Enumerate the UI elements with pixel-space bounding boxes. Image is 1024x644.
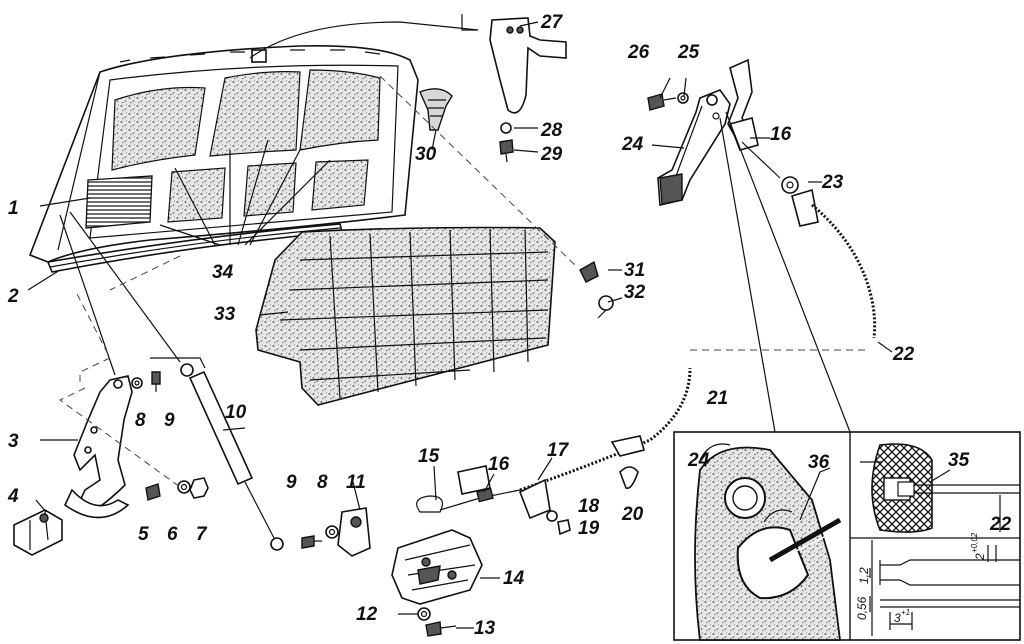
hinge-mount-bracket <box>13 509 63 556</box>
label-28: 28 <box>540 120 563 141</box>
hood-vent-grille <box>85 175 153 229</box>
pad-clips <box>579 260 614 319</box>
hinge-fasteners <box>131 371 209 501</box>
label-16b: 16 <box>770 124 792 145</box>
label-10: 10 <box>225 402 247 423</box>
label-23: 23 <box>821 172 844 193</box>
label-25: 25 <box>677 42 700 63</box>
label-12: 12 <box>356 604 378 625</box>
label-9b: 9 <box>286 472 297 493</box>
label-24a: 24 <box>621 134 644 155</box>
label-2: 2 <box>7 286 19 307</box>
label-4: 4 <box>7 486 19 507</box>
hood-pad-front-left <box>111 86 206 171</box>
label-3: 3 <box>8 431 19 452</box>
svg-text:3: 3 <box>894 611 901 625</box>
hood-prop-clip <box>489 17 567 163</box>
dim-1-2: 1,2 <box>857 567 871 584</box>
label-6: 6 <box>167 524 178 545</box>
label-19: 19 <box>578 518 600 539</box>
handle-bracket <box>727 58 759 151</box>
hood-hinge <box>63 375 133 519</box>
label-11: 11 <box>346 472 366 493</box>
svg-text:2: 2 <box>973 553 987 561</box>
label-36: 36 <box>808 452 830 473</box>
label-21: 21 <box>706 388 728 409</box>
label-32: 32 <box>624 282 646 303</box>
gas-strut <box>180 363 284 551</box>
label-9a: 9 <box>164 410 175 431</box>
release-cable-upper <box>741 141 877 339</box>
label-1: 1 <box>8 198 19 219</box>
strut-lower-bracket <box>337 507 371 557</box>
handle-pivot-bolt <box>647 92 689 111</box>
label-24b: 24 <box>687 450 710 471</box>
dim-0-56: 0,56 <box>855 596 869 620</box>
lock-fasteners <box>417 607 457 637</box>
hood-lock <box>391 529 483 605</box>
dim-3-tolerance: 3 +1 <box>894 608 910 625</box>
hood-pad-front-center <box>209 71 301 157</box>
svg-text:+0,02: +0,02 <box>970 532 979 553</box>
label-34: 34 <box>212 262 234 283</box>
label-17: 17 <box>547 440 570 461</box>
label-20: 20 <box>621 504 644 525</box>
label-30: 30 <box>415 144 437 165</box>
label-26: 26 <box>627 42 650 63</box>
hood-panel <box>28 44 419 273</box>
dimension-labels: 1,2 0,56 2 +0,02 3 +1 <box>855 532 987 625</box>
label-14: 14 <box>503 568 525 589</box>
label-16a: 16 <box>488 454 510 475</box>
label-15: 15 <box>418 446 440 467</box>
hood-pad-rear-right <box>311 159 369 211</box>
hood-pad-front-right <box>299 69 381 151</box>
cable-clips <box>457 435 645 536</box>
label-13: 13 <box>474 618 496 639</box>
label-22b: 22 <box>989 514 1012 535</box>
hood-pad-rear-center-left <box>167 167 226 223</box>
release-handle <box>657 89 731 206</box>
insulation-pad <box>255 226 556 406</box>
label-31: 31 <box>624 260 645 281</box>
callout-labels: 1 2 3 4 5 6 7 8 9 10 9 8 11 12 13 14 15 … <box>7 12 1012 639</box>
dim-2-tolerance: 2 +0,02 <box>970 532 987 561</box>
label-8a: 8 <box>135 410 146 431</box>
label-35: 35 <box>948 450 970 471</box>
label-7: 7 <box>196 524 208 545</box>
detail-inset <box>673 431 1021 641</box>
label-27: 27 <box>540 12 564 33</box>
svg-text:+1: +1 <box>901 608 910 617</box>
label-8b: 8 <box>317 472 328 493</box>
hood-pad-rear-center-right <box>243 162 297 217</box>
label-18: 18 <box>578 496 600 517</box>
label-5: 5 <box>138 524 149 545</box>
label-33: 33 <box>214 304 236 325</box>
label-29: 29 <box>540 144 563 165</box>
hood-stop-bumper <box>419 88 453 131</box>
leader-lines <box>27 14 893 629</box>
label-22a: 22 <box>892 344 915 365</box>
strut-fasteners <box>301 525 339 549</box>
